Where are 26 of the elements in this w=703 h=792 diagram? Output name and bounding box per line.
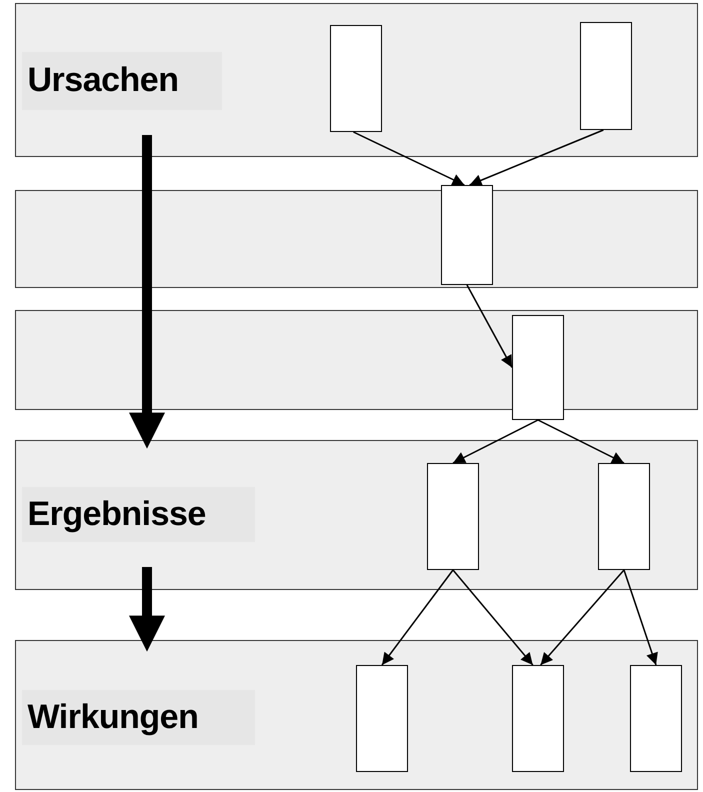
row-heading: Wirkungen — [22, 690, 254, 744]
arrow — [538, 419, 624, 464]
arrow — [452, 570, 534, 666]
row-heading: Ursachen — [22, 52, 222, 110]
arrow — [466, 284, 513, 368]
box — [512, 664, 564, 772]
box — [440, 184, 492, 284]
arrow — [540, 570, 625, 666]
box — [580, 22, 632, 130]
thick-arrow — [129, 135, 165, 449]
band-panel — [15, 640, 698, 790]
arrow — [353, 131, 465, 186]
box — [630, 664, 682, 772]
arrow — [381, 570, 454, 666]
band-panel — [15, 440, 698, 590]
band-panel — [15, 3, 698, 157]
row-heading: Ergebnisse — [22, 486, 254, 542]
box — [330, 24, 382, 132]
arrow — [623, 570, 658, 666]
box — [356, 664, 408, 772]
arrow — [452, 419, 538, 464]
box — [512, 314, 564, 420]
box — [598, 462, 650, 570]
box — [426, 462, 478, 570]
thick-arrow — [129, 567, 165, 652]
arrow — [469, 129, 604, 186]
